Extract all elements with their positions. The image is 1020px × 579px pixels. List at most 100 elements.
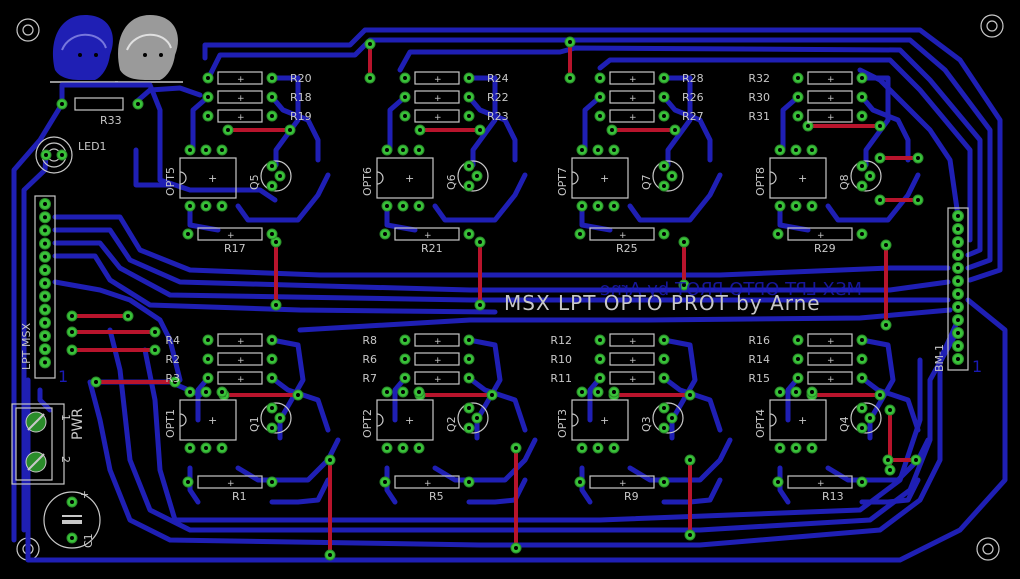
board-title: MSX LPT OPTO PROT by Arne bbox=[504, 291, 821, 315]
resistor: + bbox=[594, 109, 670, 123]
resistor-body bbox=[589, 475, 655, 489]
pad-hole bbox=[383, 480, 387, 484]
plus-mark: + bbox=[600, 414, 609, 427]
pad-hole bbox=[598, 346, 602, 350]
resistor: + bbox=[399, 90, 475, 104]
pad-hole bbox=[186, 480, 190, 484]
plus-mark: + bbox=[208, 414, 217, 427]
resistor: + bbox=[379, 227, 475, 241]
plus-mark: + bbox=[434, 375, 442, 385]
pad-hole bbox=[204, 446, 208, 450]
pad-hole bbox=[860, 114, 864, 118]
pad-hole bbox=[916, 156, 920, 160]
transistor-body bbox=[457, 402, 489, 434]
pad-hole bbox=[688, 458, 692, 462]
pad-hole bbox=[43, 294, 47, 299]
pad-hole bbox=[778, 390, 782, 394]
trace bbox=[11, 82, 278, 543]
optocoupler-body bbox=[769, 399, 827, 441]
portrait-logo-right bbox=[115, 15, 183, 83]
pad-hole bbox=[403, 114, 407, 118]
bm-pin-marker: 1 bbox=[972, 357, 982, 376]
pad-hole bbox=[43, 268, 47, 272]
pad-hole bbox=[368, 76, 372, 80]
transistor-body bbox=[850, 160, 882, 192]
trace bbox=[187, 465, 201, 505]
resistor-label: R5 bbox=[429, 490, 444, 503]
plus-mark: + bbox=[817, 479, 825, 489]
pad-hole bbox=[796, 357, 800, 361]
resistor: + bbox=[594, 352, 670, 366]
pad-hole bbox=[206, 346, 210, 350]
trace bbox=[269, 477, 331, 505]
pad-hole bbox=[868, 416, 872, 420]
resistor-body bbox=[414, 333, 460, 347]
optocoupler-notch bbox=[179, 171, 187, 185]
transistor-label: Q3 bbox=[640, 416, 653, 432]
optocoupler-label: OPT3 bbox=[556, 409, 569, 438]
pad-hole bbox=[206, 357, 210, 361]
pad-hole bbox=[810, 148, 814, 152]
led1-label: LED1 bbox=[78, 140, 107, 153]
pad-hole bbox=[662, 426, 666, 430]
resistor-body bbox=[394, 227, 460, 241]
pad-hole bbox=[778, 446, 782, 450]
resistor: + bbox=[182, 227, 278, 241]
pad-hole bbox=[956, 240, 960, 244]
plus-mark: + bbox=[619, 479, 627, 489]
optocoupler-body bbox=[571, 399, 629, 441]
transistor-body bbox=[652, 402, 684, 434]
plus-mark: + bbox=[827, 375, 835, 385]
resistor: + bbox=[594, 371, 670, 385]
optocoupler-body bbox=[376, 157, 434, 199]
plus-mark: + bbox=[434, 356, 442, 366]
plus-mark: + bbox=[424, 231, 432, 241]
pad-hole bbox=[662, 232, 666, 236]
trace bbox=[466, 337, 503, 441]
plus-mark: + bbox=[237, 113, 245, 123]
pad-hole bbox=[796, 103, 800, 107]
pad-hole bbox=[368, 42, 372, 46]
pad-hole bbox=[478, 240, 482, 244]
pad-hole bbox=[810, 390, 814, 394]
trace bbox=[859, 375, 921, 433]
resistor: + bbox=[399, 352, 475, 366]
transistor-label: Q2 bbox=[445, 416, 458, 432]
pad-hole bbox=[580, 148, 584, 152]
resistor-label: R16 bbox=[748, 334, 770, 347]
pad-hole bbox=[796, 376, 800, 380]
resistor-label: R22 bbox=[487, 91, 509, 104]
pad-hole bbox=[886, 458, 890, 462]
pad-hole bbox=[612, 390, 616, 394]
pad-hole bbox=[401, 148, 405, 152]
plus-mark: + bbox=[629, 356, 637, 366]
pad-hole bbox=[568, 76, 572, 80]
resistor-body bbox=[394, 475, 460, 489]
transistor-label: Q7 bbox=[640, 174, 653, 190]
pad-hole bbox=[401, 204, 405, 208]
trace bbox=[466, 477, 528, 505]
pad-hole bbox=[794, 204, 798, 208]
trace bbox=[384, 465, 398, 505]
pad-hole bbox=[418, 128, 422, 132]
trace bbox=[107, 327, 961, 533]
pad-hole bbox=[467, 357, 471, 361]
bm1-connector: BM-1 1 bbox=[933, 207, 982, 376]
resistor: + bbox=[202, 71, 278, 85]
resistor-label: R18 bbox=[290, 91, 312, 104]
pad-hole bbox=[274, 303, 278, 307]
pad-hole bbox=[204, 148, 208, 152]
pad-hole bbox=[188, 148, 192, 152]
resistor: + bbox=[792, 333, 868, 347]
optocoupler-label: OPT4 bbox=[754, 409, 767, 438]
trace bbox=[432, 172, 528, 223]
trace bbox=[859, 337, 896, 441]
pad-hole bbox=[206, 338, 210, 342]
transistor-label: Q5 bbox=[248, 174, 261, 190]
pad-hole bbox=[884, 323, 888, 327]
resistor-label: R29 bbox=[814, 242, 836, 255]
